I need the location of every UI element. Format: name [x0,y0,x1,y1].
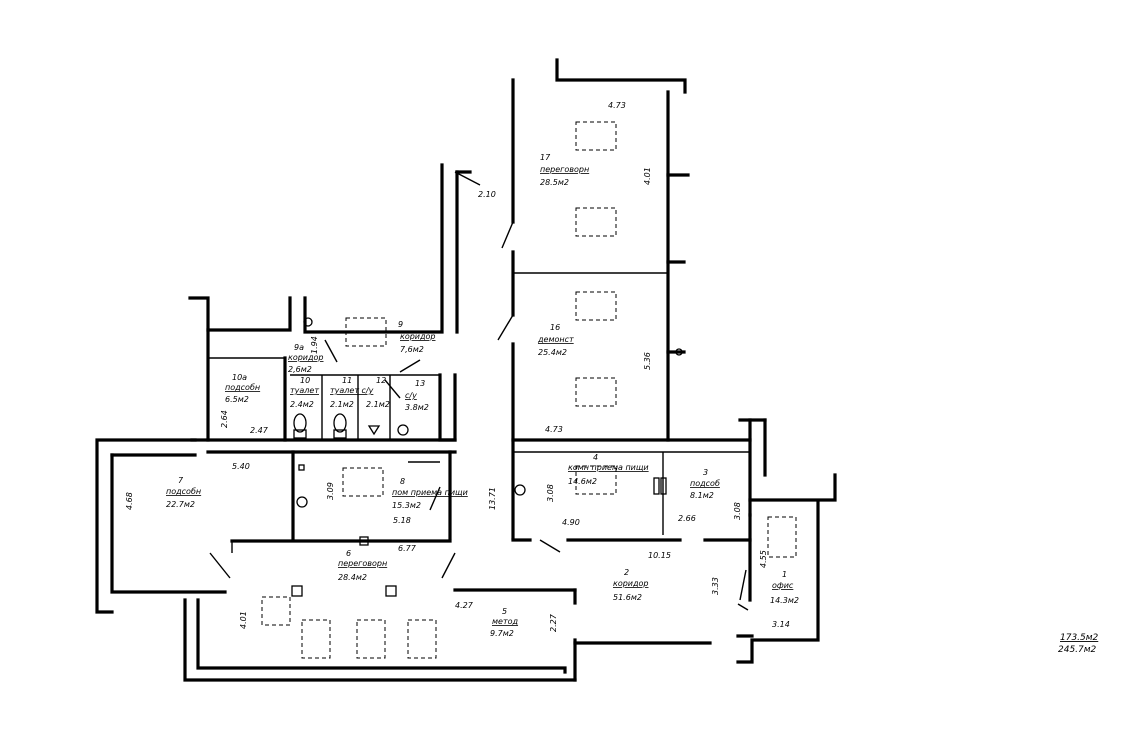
room-labels: 17 переговорн 28.5м2 16 демонст 25.4м2 9… [166,153,799,638]
room-6-name: переговорн [338,559,387,568]
room-17-number: 17 [540,153,551,162]
ceiling-fixtures [261,121,797,659]
room-16-number: 16 [550,323,560,332]
dim-label: 2.27 [549,613,558,632]
room-9a-name: коридор [288,353,324,362]
room-6-number: 6 [346,549,351,558]
room-8-number: 8 [400,477,405,486]
room-3-name: подсоб [690,479,720,488]
sink-icon [296,496,308,508]
dim-label: 10.15 [648,551,671,560]
dim-label: 4.01 [643,167,652,185]
dim-label: 5.36 [643,352,652,370]
dim-label: 3.09 [326,482,335,500]
room-13-name: с/у [405,391,417,400]
room-10-area: 2.4м2 [290,400,314,409]
room-12-number: 12 [376,376,386,385]
dim-label: 2.10 [478,190,496,199]
dim-label: 3.14 [772,620,790,629]
room-11-name: туалет с/у [330,386,374,395]
room-2-name: коридор [613,579,649,588]
dim-label: 3.08 [733,502,742,520]
sink-icon [514,484,526,496]
room-11-area: 2.1м2 [330,400,354,409]
dim-label: 4.01 [239,611,248,629]
room-17-name: переговорн [540,165,589,174]
room-7-area: 22.7м2 [166,500,195,509]
dim-label: 13.71 [488,487,497,510]
room-16-area: 25.4м2 [538,348,567,357]
dim-label: 5.40 [232,462,250,471]
room-1-name: офис [772,581,794,590]
room-10-number: 10 [300,376,310,385]
room-1-number: 1 [782,570,787,579]
dim-label: 4.55 [759,550,768,568]
room-7-number: 7 [178,476,184,485]
door-swings [209,171,749,611]
room-10a-area: 6.5м2 [225,395,249,404]
dim-label: 4.68 [125,492,134,510]
dim-label: 4.27 [455,601,474,610]
dim-label: 6.77 [398,544,417,553]
walls [95,58,837,682]
room-2-area: 51.6м2 [613,593,642,602]
sink-icon [303,317,313,327]
dim-label: 4.73 [545,425,563,434]
room-3-area: 8.1м2 [690,491,714,500]
dim-label: 1.94 [310,336,319,354]
room-7-name: подсобн [166,487,201,496]
room-2-number: 2 [624,568,629,577]
room-5-name: метод [492,617,519,626]
room-12-area: 2.1м2 [366,400,390,409]
room-11-number: 11 [342,376,352,385]
room-10a-number: 10а [232,373,247,382]
dim-label: 5.18 [393,516,411,525]
total-living-area: 173.5м2 [1060,633,1099,643]
room-16-name: демонст [537,335,574,344]
dim-label: 2.66 [678,514,696,523]
room-8-name: пом приема пищи [392,488,468,497]
sink-icon [397,424,409,436]
room-3-number: 3 [703,468,708,477]
room-10-name: туалет [290,386,319,395]
total-area: 245.7м2 [1058,645,1097,655]
dim-label: 4.73 [608,101,626,110]
room-1-area: 14.3м2 [770,596,799,605]
toilet-icon [293,413,307,433]
room-13-area: 3.8м2 [405,403,429,412]
dim-label: 2.47 [250,426,269,435]
sanitary-fixtures [291,317,683,597]
room-5-number: 5 [502,607,507,616]
room-9a-number: 9а [294,343,304,352]
room-4-area: 14.6м2 [568,477,597,486]
room-9a-area: 2,6м2 [288,365,312,374]
room-6-area: 28.4м2 [338,573,367,582]
room-17-area: 28.5м2 [540,178,569,187]
room-8-area: 15.3м2 [392,501,421,510]
dim-label: 3.08 [546,484,555,502]
room-10a-name: подсобн [225,383,260,392]
urinal-icon [367,425,381,436]
room-4-number: 4 [593,453,598,462]
dim-label: 2.64 [220,410,229,428]
room-9-area: 7,6м2 [400,345,424,354]
room-9-name: коридор [400,332,436,341]
room-5-area: 9.7м2 [490,629,514,638]
room-13-number: 13 [415,379,425,388]
toilet-icon [333,413,347,433]
room-9-number: 9 [398,320,403,329]
area-totals: 173.5м2 245.7м2 [1058,633,1099,655]
dim-label: 3.33 [711,577,720,595]
dimension-labels: 4.73 2.10 4.01 5.36 4.73 1.94 2.64 2.47 … [125,101,790,632]
dim-label: 4.90 [562,518,580,527]
room-4-name: комн приема пищи [568,463,649,472]
